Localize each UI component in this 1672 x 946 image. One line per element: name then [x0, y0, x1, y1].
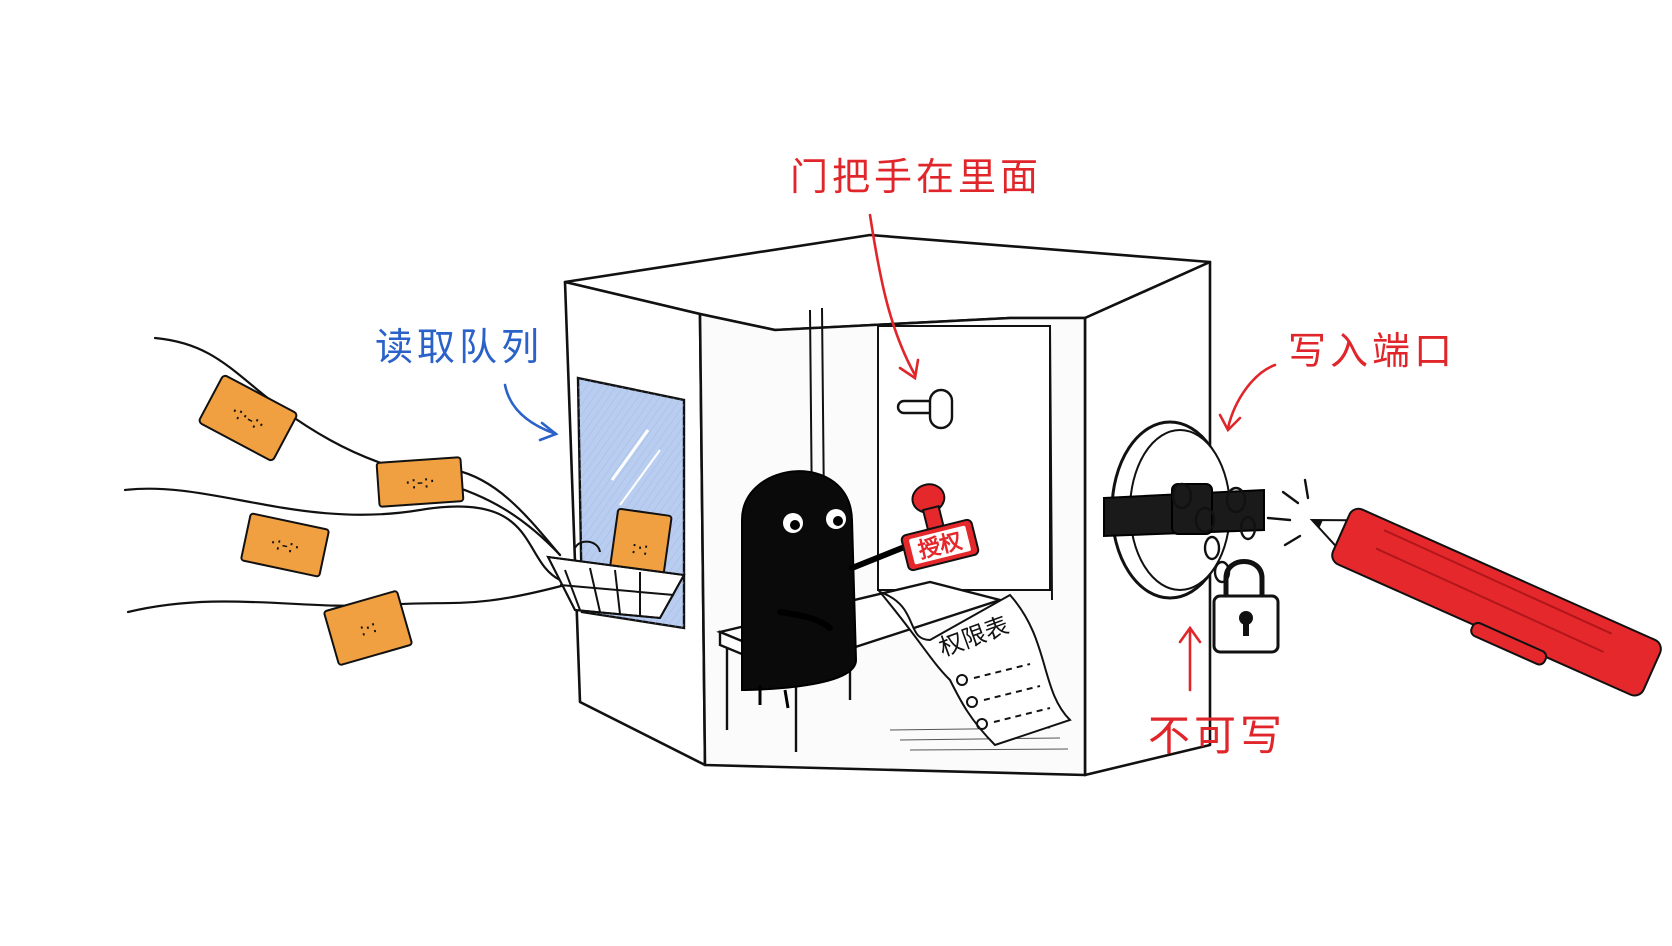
clerk-creature	[741, 470, 905, 709]
arrow-to-write-port	[1226, 363, 1277, 430]
label-not-writable: 不可写	[1148, 711, 1287, 760]
incoming-wires	[123, 336, 567, 614]
label-write-port: 写入端口	[1288, 329, 1457, 373]
chain-icon	[1171, 482, 1257, 584]
write-port-hatch	[1103, 420, 1265, 600]
spark-lines	[1266, 478, 1310, 547]
arrow-to-window	[503, 383, 558, 436]
svg-text::·:: :·:	[630, 537, 651, 560]
rubber-stamp-icon: 授权	[900, 483, 980, 572]
svg-text::·:: :·:	[357, 616, 380, 641]
label-door-handle-inside: 门把手在里面	[790, 155, 1043, 199]
pencil-icon	[1309, 507, 1662, 697]
paper-note-4: :·:	[323, 590, 413, 666]
paper-note-1: ·:·-:·	[198, 374, 298, 462]
label-read-queue: 读取队列	[375, 325, 544, 369]
arrow-to-door-handle	[868, 213, 917, 377]
padlock-icon	[1212, 559, 1280, 654]
svg-text:·:-:·: ·:-:·	[404, 471, 435, 494]
door-handle-icon	[896, 388, 954, 430]
paper-note-3: ·:-:·	[240, 512, 330, 578]
wire-basket-icon	[546, 540, 686, 620]
paper-note-2: ·:-:·	[375, 456, 465, 508]
annotation-arrows	[503, 213, 1277, 692]
